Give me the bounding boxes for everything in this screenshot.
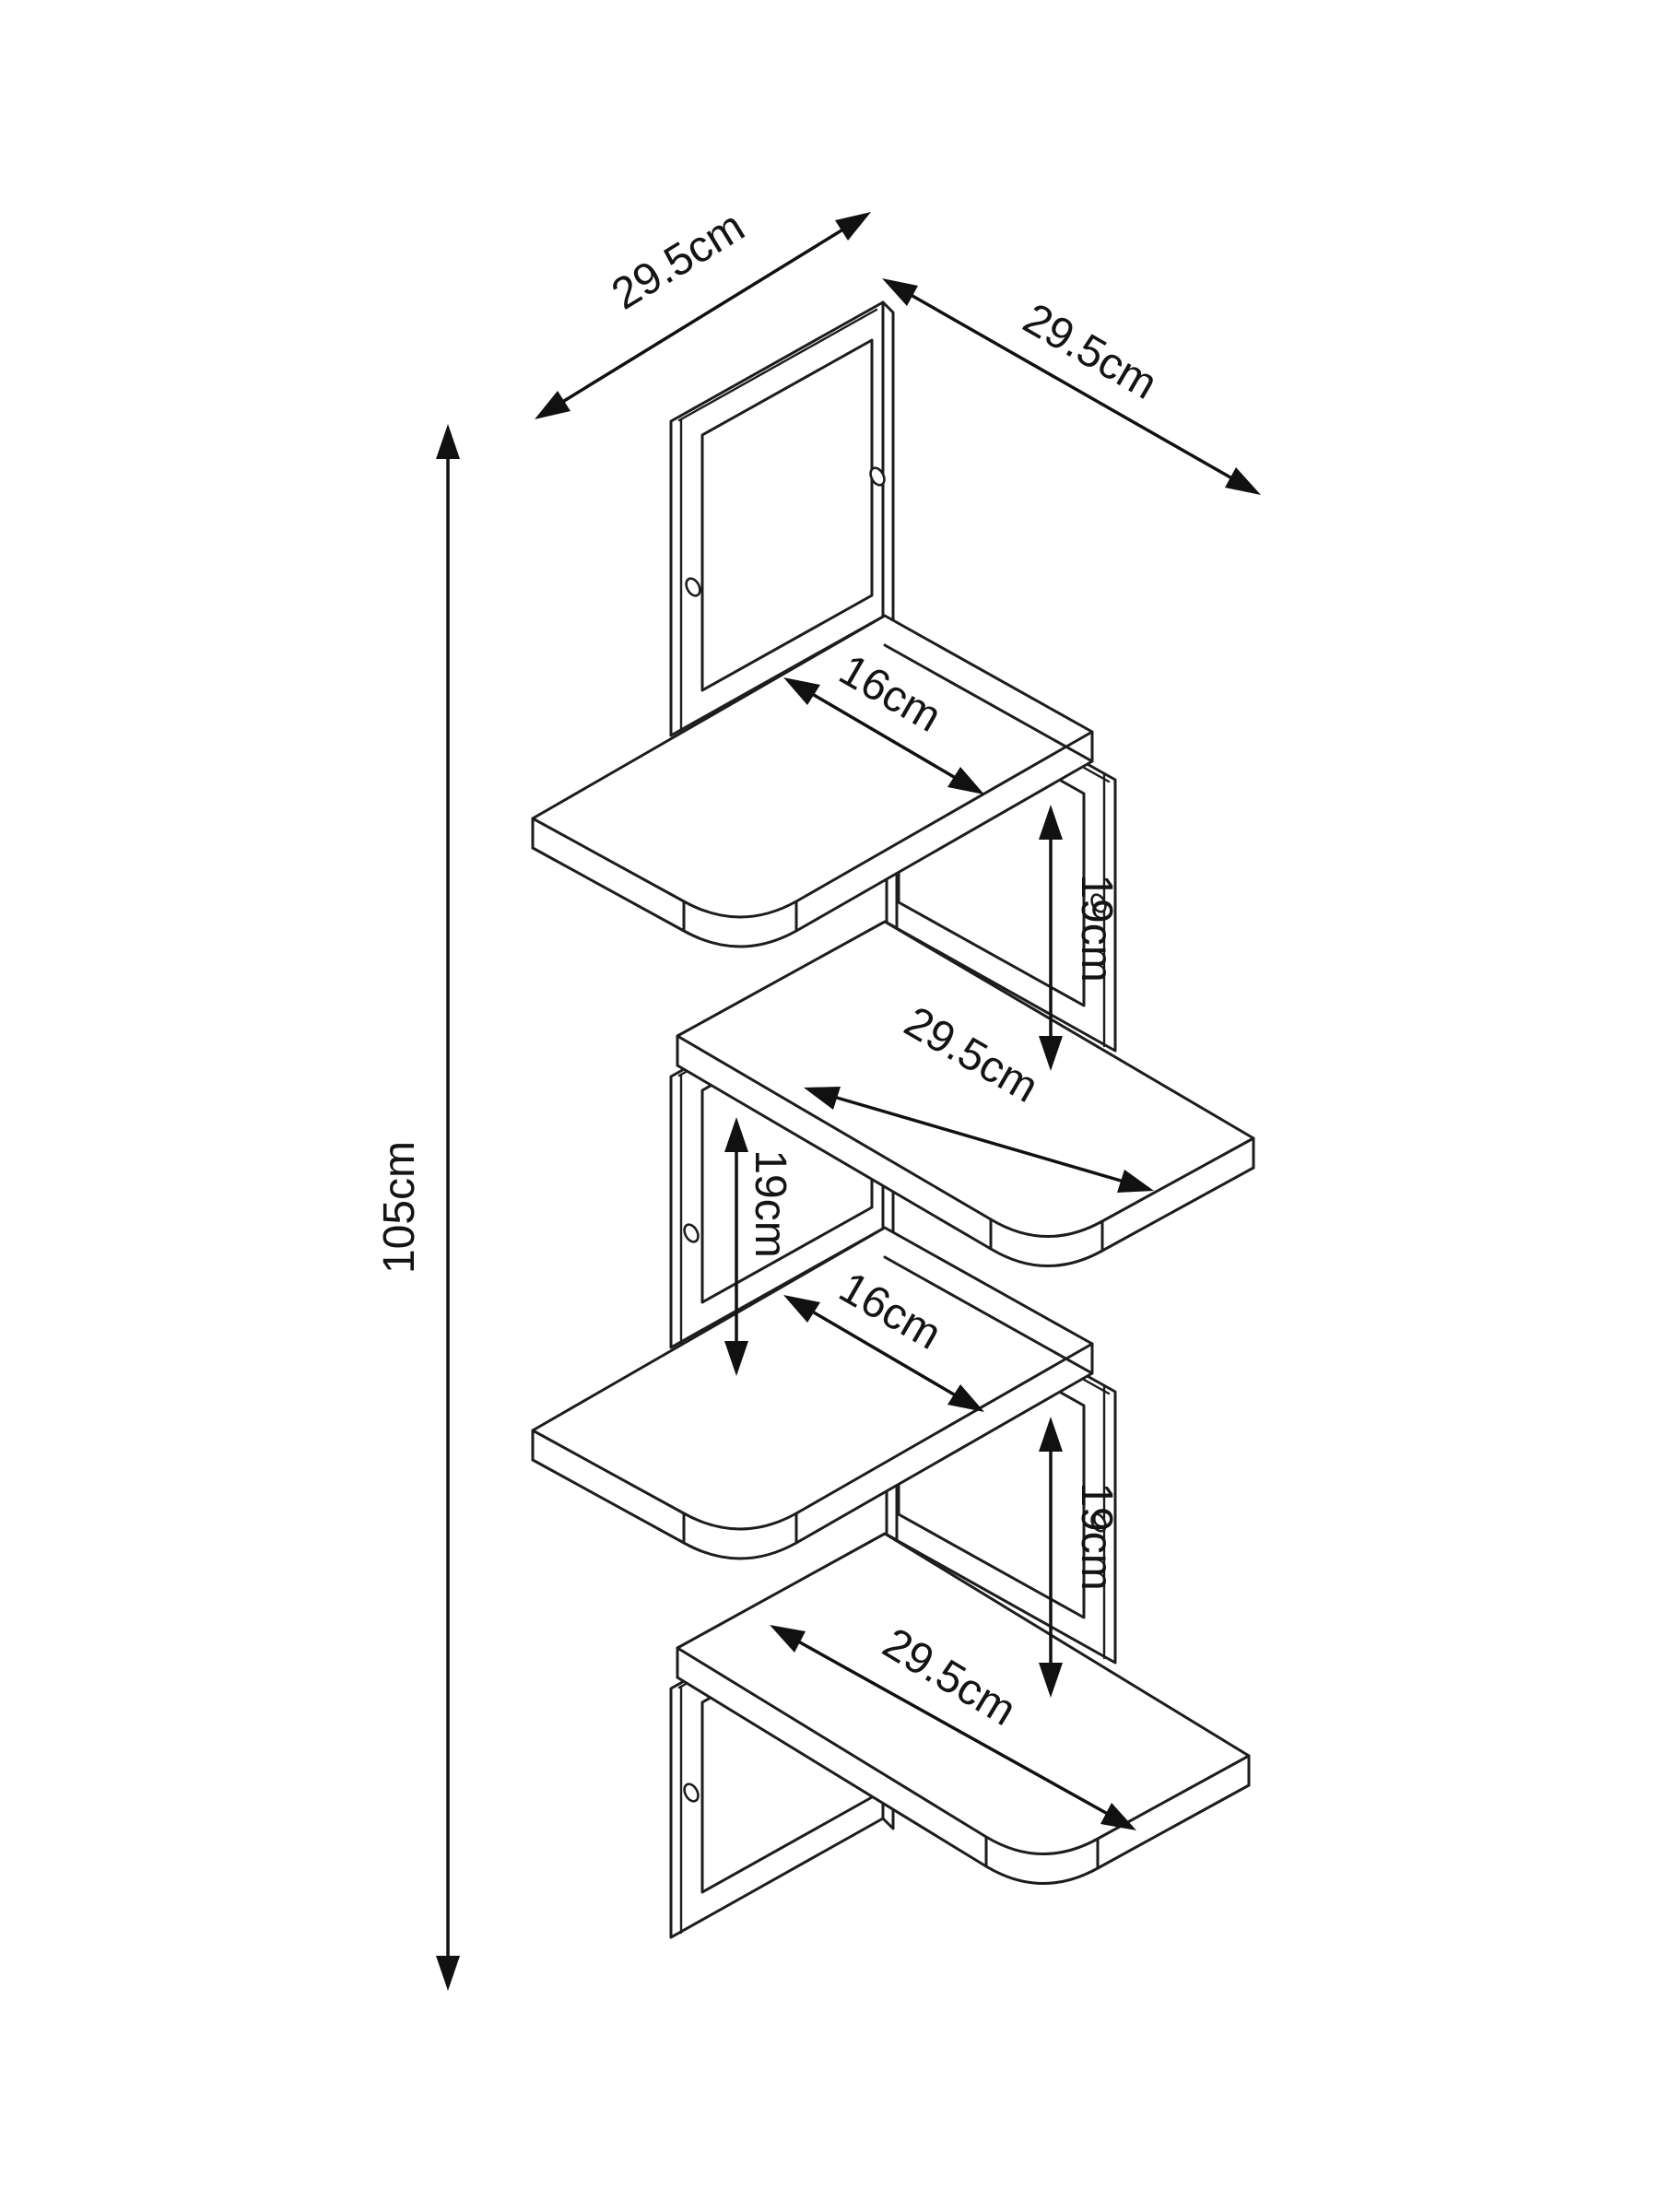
frame-1-opening (700, 338, 874, 692)
dim-gap-3: 19cm (1039, 1417, 1121, 1698)
arrowhead (1039, 1663, 1063, 1698)
dim-line (812, 1311, 956, 1396)
dim-line (562, 229, 843, 403)
screw-hole (1090, 893, 1107, 913)
shelf-4 (676, 1532, 1251, 1885)
arrowhead (783, 1295, 820, 1323)
dim-label-gap-3: 19cm (1072, 1482, 1121, 1590)
arrowhead (1039, 1036, 1063, 1071)
shelf-2-thickness-edges (676, 1034, 1255, 1253)
dim-line (835, 1096, 1123, 1182)
screw-hole (683, 1223, 700, 1243)
screw-hole (869, 466, 886, 487)
arrowhead (535, 391, 571, 419)
arrowhead (783, 677, 820, 705)
shelf-3-thickness-edges (531, 1342, 1094, 1545)
arrowhead (1039, 805, 1063, 840)
frame-1-top-bevel (677, 308, 878, 422)
screw-hole (683, 1783, 700, 1803)
arrowhead (835, 212, 871, 241)
dim-label-gap-1: 19cm (1072, 874, 1121, 982)
arrowhead (947, 767, 984, 794)
screw-hole (1090, 1512, 1107, 1533)
arrowhead (724, 1341, 748, 1376)
arrowhead (947, 1384, 984, 1412)
arrowhead (770, 1625, 806, 1653)
dim-line (812, 693, 956, 779)
shelf-1-thickness-edges (531, 730, 1094, 933)
arrowhead (1117, 1170, 1154, 1193)
shelf-3 (531, 1226, 1094, 1560)
dim-label-gap-2: 19cm (746, 1149, 794, 1257)
shelf-2 (676, 920, 1255, 1267)
arrowhead (804, 1087, 841, 1110)
dim-line (911, 294, 1232, 479)
shelf-4-thickness-edges (676, 1646, 1251, 1870)
arrowhead (1100, 1803, 1136, 1830)
dim-gap-2: 19cm (724, 1117, 794, 1376)
arrowhead (724, 1117, 748, 1152)
screw-hole (685, 577, 701, 597)
arrowhead (882, 278, 918, 306)
arrowhead (1225, 467, 1261, 495)
shelf-4-bottom-edge (676, 1676, 1251, 1885)
arrowhead (436, 424, 460, 459)
shelf-1 (531, 614, 1094, 948)
dim-gap-1: 19cm (1039, 805, 1121, 1071)
dim-line (798, 1641, 1108, 1815)
shelf-2-bottom-edge (676, 1064, 1255, 1267)
arrowhead (436, 1956, 460, 1991)
arrowhead (1039, 1417, 1063, 1452)
dim-height-total: 105cm (375, 424, 460, 1991)
dim-label-height-total: 105cm (375, 1141, 424, 1274)
